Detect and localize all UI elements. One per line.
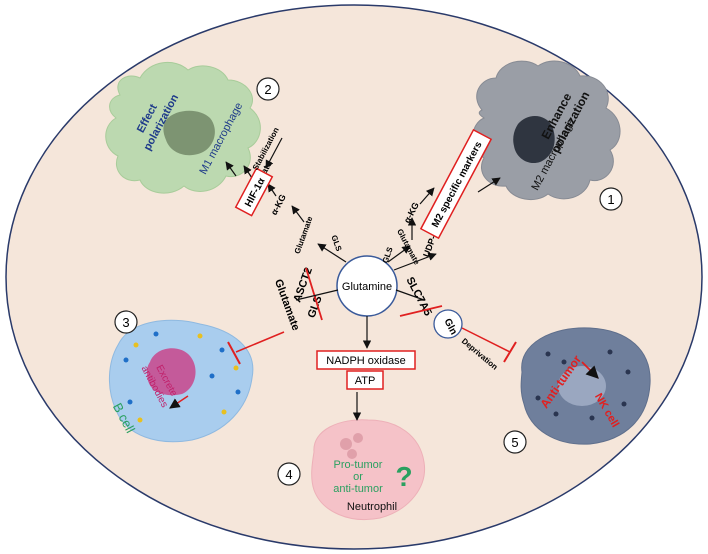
red-strike-slc7a5 [399, 305, 443, 317]
panel-number-4: 4 [285, 467, 292, 482]
glutamine-label: Glutamine [342, 281, 392, 293]
b-cell-group: Excrete antibodies B cell [108, 319, 254, 443]
nk-cell-group: Anti-tumor NK cell [520, 327, 651, 445]
granule [353, 433, 363, 443]
vesicle [235, 389, 241, 395]
nadph-label: NADPH oxidase [326, 355, 405, 367]
b-cell-inner-arrow [169, 395, 189, 409]
m2-markers-box [419, 128, 493, 240]
arrow-hif-to-m1 [225, 161, 237, 177]
arrow-glutamine-to-gls-m1 [317, 243, 347, 263]
line-glutamine-to-slc [395, 289, 425, 301]
vesicle [197, 333, 203, 339]
arrow-glutamate-to-akg-m1 [291, 205, 305, 223]
panel-number-5-circle [503, 430, 527, 454]
gln-node [433, 309, 463, 339]
inhibit-bar-bcell [227, 341, 241, 365]
panel-number-3: 3 [122, 315, 129, 330]
neutrophil-line1: Pro-tumor [334, 459, 383, 471]
inhibit-line-nk [461, 327, 511, 353]
panel-number-3-circle [114, 310, 138, 334]
vesicle [127, 399, 133, 405]
neutrophil-group: Pro-tumor or anti-tumor ? Neutrophil [311, 419, 426, 521]
granule [347, 449, 357, 459]
inhibit-bar-nk [503, 341, 517, 363]
question-mark: ? [395, 461, 412, 492]
vesicle [221, 409, 227, 415]
panel-number-2: 2 [264, 82, 271, 97]
arrow-akg-to-markers [419, 187, 435, 205]
line-glutamine-to-bcell [295, 289, 339, 301]
arrow-stabilization [265, 137, 283, 169]
vesicle [133, 342, 139, 348]
arrow-glutamine-to-udp [393, 252, 437, 271]
nk-granule [589, 415, 595, 421]
atp-box [346, 370, 384, 390]
m1-nucleus [163, 110, 215, 156]
arrow-markers-to-m2 [477, 177, 501, 193]
vesicle [123, 357, 129, 363]
b-cell-nucleus [146, 348, 196, 396]
atp-label: ATP [355, 375, 376, 387]
granule [340, 438, 352, 450]
nk-granule [561, 359, 567, 365]
panel-number-1: 1 [607, 192, 614, 207]
vesicle [137, 417, 143, 423]
nk-granule [625, 369, 631, 375]
arrow-akg-to-succinate-m1 [267, 183, 277, 197]
nk-granule [607, 349, 613, 355]
vesicle [233, 365, 239, 371]
vesicle [219, 347, 225, 353]
vesicle [153, 331, 159, 337]
arrow-glutamine-to-gls-m2 [387, 245, 411, 263]
m2-macrophage-group: Enhance polarization M2 macrophage [472, 60, 621, 201]
nadph-box [316, 350, 416, 370]
panel-number-2-circle [256, 77, 280, 101]
m1-macrophage-group: Effect polarization M1 macrophage [105, 62, 261, 194]
nk-granule [545, 351, 551, 357]
nk-down-arrow [581, 361, 599, 379]
neutrophil-line2: or [353, 471, 363, 483]
vesicle [209, 373, 215, 379]
neutrophil-body [311, 419, 426, 521]
panel-number-5: 5 [511, 435, 518, 450]
panel-number-1-circle [599, 187, 623, 211]
nk-granule [553, 411, 559, 417]
neutrophil-label: Neutrophil [347, 501, 397, 513]
panel-number-4-circle [277, 462, 301, 486]
inhibit-line-bcell [235, 331, 285, 353]
nk-granule [535, 395, 541, 401]
arrow-succinate-to-hif [243, 165, 253, 179]
nk-granule [621, 401, 627, 407]
red-strike-asct2 [305, 267, 323, 321]
neutrophil-line3: anti-tumor [333, 483, 383, 495]
hif-box [234, 167, 274, 217]
m2-nucleus [513, 115, 555, 164]
